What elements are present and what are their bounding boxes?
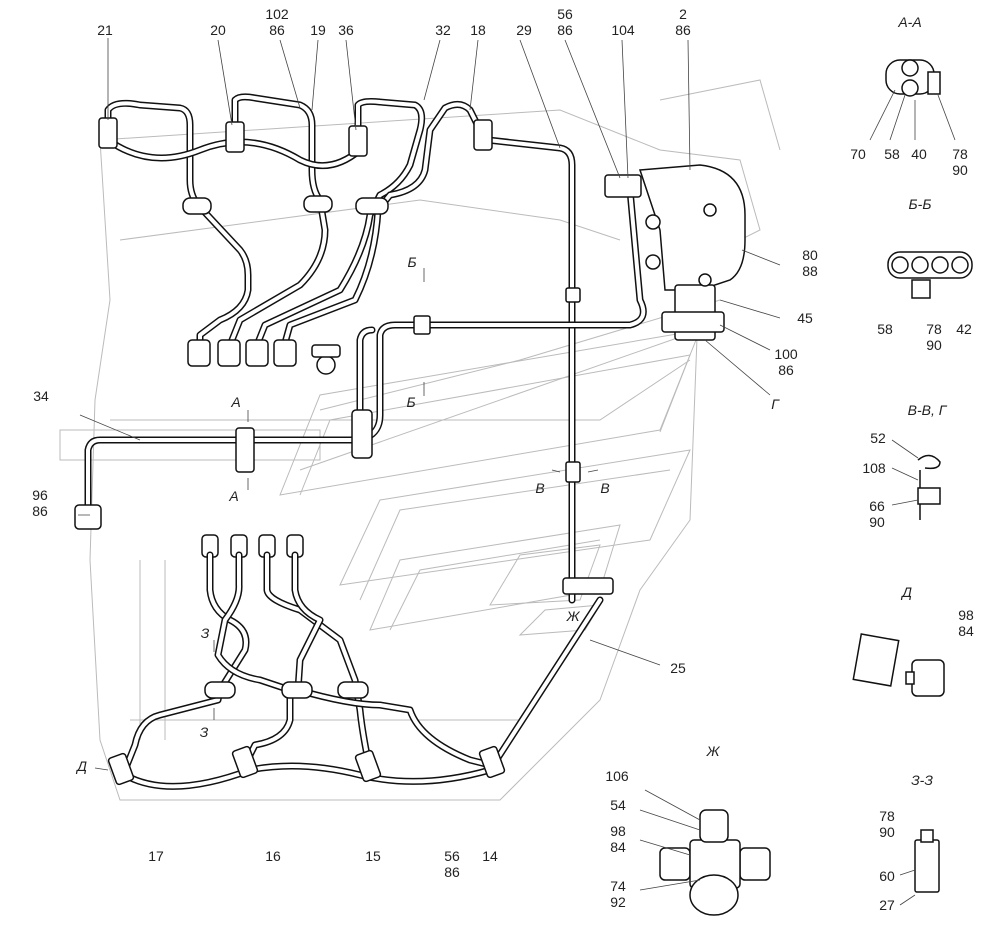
- detail-views: [639, 59, 973, 916]
- leader-lines: [78, 38, 781, 666]
- zh-label-54: 54: [610, 797, 626, 813]
- label-34: 34: [33, 388, 49, 404]
- vv-label-108: 108: [862, 460, 886, 476]
- label-32: 32: [435, 22, 451, 38]
- cut-z-top: З: [200, 625, 210, 641]
- label-29: 29: [516, 22, 532, 38]
- label-16: 16: [265, 848, 281, 864]
- aa-label-58: 58: [884, 146, 900, 162]
- bb-label-78-90: 78 90: [926, 321, 942, 353]
- section-bb-title: Б-Б: [908, 196, 932, 212]
- zz-label-78-90: 78 90: [879, 808, 895, 840]
- cut-b-bottom: Б: [406, 394, 416, 410]
- lower-injectors: [107, 681, 506, 786]
- label-21: 21: [97, 22, 113, 38]
- label-14: 14: [482, 848, 498, 864]
- label-56-86-bottom: 56 86: [444, 848, 460, 880]
- section-markers: [94, 268, 599, 771]
- label-80-88: 80 88: [802, 247, 818, 279]
- vv-label-66-90: 66 90: [869, 498, 885, 530]
- label-17: 17: [148, 848, 164, 864]
- section-zh-title: Ж: [706, 743, 720, 759]
- upper-clamps: [182, 195, 389, 215]
- filter-assembly: [604, 164, 746, 341]
- section-aa-title: А-А: [898, 14, 922, 30]
- cut-v-right: В: [600, 480, 610, 496]
- vv-label-52: 52: [870, 430, 886, 446]
- zh-label-98-84: 98 84: [610, 823, 626, 855]
- label-102-86: 102 86: [265, 6, 289, 38]
- aa-label-78-90: 78 90: [952, 146, 968, 178]
- upper-fuel-lines: [104, 93, 576, 604]
- label-19: 19: [310, 22, 326, 38]
- label-18: 18: [470, 22, 486, 38]
- lower-fuel-lines: [121, 551, 604, 790]
- oblique-blocks: [279, 329, 701, 636]
- cut-zh: Ж: [566, 608, 580, 624]
- cut-z-bottom: З: [199, 724, 209, 740]
- aa-label-70: 70: [850, 146, 866, 162]
- cut-a-top: А: [231, 394, 241, 410]
- cut-v-left: В: [535, 480, 545, 496]
- bb-label-58: 58: [877, 321, 893, 337]
- label-36: 36: [338, 22, 354, 38]
- cut-b-top: Б: [407, 254, 417, 270]
- return-line: [74, 186, 647, 530]
- label-15: 15: [365, 848, 381, 864]
- zz-label-60: 60: [879, 868, 895, 884]
- label-104: 104: [611, 22, 635, 38]
- label-45: 45: [797, 310, 813, 326]
- label-96-86: 96 86: [32, 487, 48, 519]
- section-d-title: Д: [902, 584, 912, 600]
- zz-label-27: 27: [879, 897, 895, 913]
- cut-a-bottom: А: [229, 488, 239, 504]
- label-20: 20: [210, 22, 226, 38]
- section-vv-title: В-В, Г: [907, 402, 947, 418]
- bb-label-42: 42: [956, 321, 972, 337]
- pump-outlets: [187, 339, 304, 558]
- label-25: 25: [670, 660, 686, 676]
- zh-label-106: 106: [605, 768, 629, 784]
- line-tees: [562, 287, 614, 595]
- d-label-98-84: 98 84: [958, 607, 974, 639]
- cut-d: Д: [77, 758, 87, 774]
- label-56-86-top: 56 86: [557, 6, 573, 38]
- label-2-86: 2 86: [675, 6, 691, 38]
- section-zz-title: З-З: [911, 772, 933, 788]
- zh-label-74-92: 74 92: [610, 878, 626, 910]
- label-g: Г: [771, 396, 779, 412]
- label-100-86: 100 86: [774, 346, 798, 378]
- aa-label-40: 40: [911, 146, 927, 162]
